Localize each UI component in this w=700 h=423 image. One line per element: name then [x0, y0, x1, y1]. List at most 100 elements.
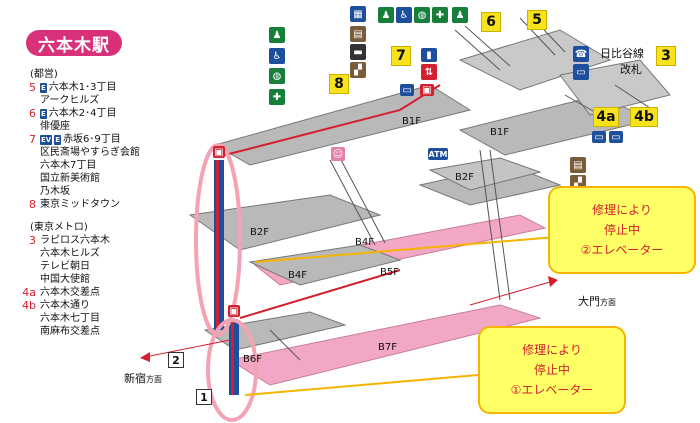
hibiya-gate-word: 改札 — [620, 63, 642, 76]
wheelchair-left-icon: ♿ — [269, 48, 285, 64]
metro-exit-row: 中国大使館 — [6, 273, 186, 286]
metro-header: (東京メトロ) — [30, 222, 88, 233]
platform-number-2: 2 — [168, 352, 184, 368]
floor-label-b6f: B6F — [243, 354, 262, 365]
info-icon: ▦ — [350, 6, 366, 22]
floor-label-b1f-right: B1F — [490, 127, 509, 138]
b6f-block — [203, 311, 347, 351]
exit-number: 6 — [29, 107, 36, 120]
shinjuku-arrow — [144, 339, 231, 358]
floor-label-b7f: B7F — [378, 342, 397, 353]
exit-destination: 東京ミッドタウン — [40, 199, 120, 210]
exit-badge: E — [54, 134, 61, 145]
elevator-link-lower — [239, 269, 401, 319]
exit-destination: 六本木七丁目 — [40, 313, 100, 324]
metro-exit-row: 南麻布交差点 — [6, 325, 186, 338]
locker-icon: ▬ — [350, 44, 366, 60]
toei-exit-row: 区民斎場やすらぎ会館 — [6, 146, 186, 159]
exit-destination: 六本木ヒルズ — [40, 248, 100, 259]
callout-upper-line3: ②エレベーター — [580, 243, 664, 257]
exit-destination: 赤坂6･9丁目 — [63, 134, 121, 145]
exit-destination: 区民斎場やすらぎ会館 — [40, 147, 140, 158]
floor-label-b5f: B5F — [380, 267, 399, 278]
elevator-top-icon: ▮ — [421, 48, 437, 62]
exit-badge: E — [40, 82, 47, 93]
exit-destination: 乃木坂 — [40, 186, 70, 197]
daimon-arrow — [469, 281, 551, 306]
exit-destination: 六本木1･3丁目 — [48, 82, 117, 93]
elevator-2-icon: ▣ — [213, 146, 225, 158]
callout-lower-line1: 修理により — [522, 343, 582, 357]
callout-upper-line1: 修理により — [592, 203, 652, 217]
exit-badge: EV — [40, 134, 53, 145]
restroom-left-icon: ♟ — [269, 27, 285, 43]
elevator-2-highlight — [194, 143, 242, 337]
daimon-label: 大門 — [578, 295, 600, 308]
toei-exit-row: 六本木7丁目 — [6, 159, 186, 172]
ostomate-icon: ✚ — [432, 7, 448, 23]
baby-icon: ◍ — [414, 7, 430, 23]
exit-number: 8 — [29, 198, 36, 211]
fare-adjust-icon: ▣ — [420, 84, 434, 96]
exit-destination: 六本木2･4丁目 — [48, 108, 117, 119]
floor-label-b4f-upper: B4F — [355, 237, 374, 248]
exit-destination: 六本木通り — [40, 300, 90, 311]
wheelchair-icon: ♿ — [396, 7, 412, 23]
metro-exit-row: テレビ朝日 — [6, 260, 186, 273]
metro-exit-row: 六本木七丁目 — [6, 312, 186, 325]
callout-lower-line3: ①エレベーター — [510, 383, 594, 397]
exit-marker-4b: 4b — [630, 107, 658, 127]
metro-exit-row: 4b 六本木通り — [6, 299, 186, 312]
exit-destination: テレビ朝日 — [40, 261, 90, 272]
toei-exit-row: 8 東京ミッドタウン — [6, 198, 186, 211]
metro-exit-row: 4a 六本木交差点 — [6, 286, 186, 299]
exit-marker-5: 5 — [527, 10, 547, 30]
shinjuku-label: 新宿 — [124, 372, 146, 385]
escalator-icon: ▞ — [350, 62, 366, 78]
daimon-suffix: 方面 — [600, 298, 616, 307]
floor-label-b2f-right: B2F — [455, 172, 474, 183]
toei-exit-row: 乃木坂 — [6, 185, 186, 198]
floor-label-b4f: B4F — [288, 270, 307, 281]
gate-info-2-icon: ▭ — [609, 131, 623, 143]
exit-number: 7 — [29, 133, 36, 146]
exit-number: 4a — [22, 286, 36, 299]
elevator-1-icon: ▣ — [228, 305, 240, 317]
ostomate-left-icon: ✚ — [269, 89, 285, 105]
exit-destination: 国立新美術館 — [40, 173, 100, 184]
metro-exit-row: 六本木ヒルズ — [6, 247, 186, 260]
exit-number: 3 — [29, 234, 36, 247]
exit-marker-6: 6 — [481, 12, 501, 32]
daimon-direction: 大門方面 — [578, 293, 616, 309]
floor-label-b2f-left: B2F — [250, 227, 269, 238]
callout-elevator-1: 修理により 停止中 ①エレベーター — [478, 326, 626, 414]
exit-number: 5 — [29, 81, 36, 94]
toei-exit-row: 俳優座 — [6, 120, 186, 133]
stairs-icon: ▤ — [350, 26, 366, 42]
platform-number-1: 1 — [196, 389, 212, 405]
callout-lower-line2: 停止中 — [533, 363, 570, 377]
telephone-icon: ☎ — [573, 46, 589, 62]
exit-destination: 中国大使館 — [40, 274, 90, 285]
atm-icon: ATM — [428, 148, 448, 160]
exit-number: 4b — [22, 299, 36, 312]
b2f-right-block — [428, 157, 542, 191]
shinjuku-direction: 新宿方面 — [124, 370, 162, 386]
exit-marker-7: 7 — [391, 46, 411, 66]
callout-lower-pointer — [244, 374, 479, 396]
exit-destination: 六本木交差点 — [40, 287, 100, 298]
exit-destination: 六本木7丁目 — [40, 160, 97, 171]
callout-upper-line2: 停止中 — [603, 223, 640, 237]
stairs-lower-icon: ▤ — [570, 157, 586, 173]
family-restroom-icon: ♟ — [452, 7, 468, 23]
ticket-icon: ▭ — [573, 64, 589, 80]
callout-upper-pointer — [254, 234, 581, 263]
hibiya-line-name: 日比谷線 — [600, 47, 644, 60]
toei-exit-row: 国立新美術館 — [6, 172, 186, 185]
exit-destination: アークヒルズ — [40, 95, 100, 106]
